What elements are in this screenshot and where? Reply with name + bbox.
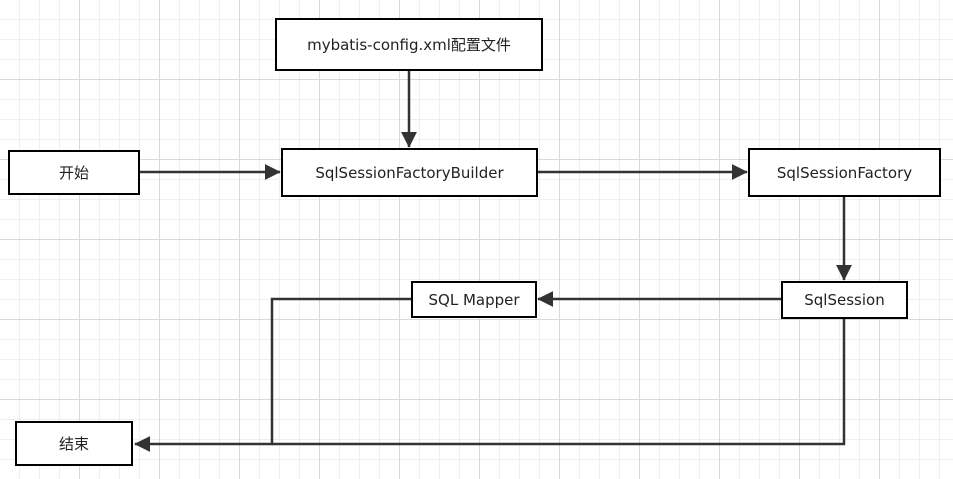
node-session-factory[interactable]: SqlSessionFactory — [748, 148, 941, 197]
node-session-factory-builder[interactable]: SqlSessionFactoryBuilder — [281, 148, 538, 197]
node-session-factory-builder-label: SqlSessionFactoryBuilder — [315, 163, 504, 182]
node-start[interactable]: 开始 — [8, 150, 140, 195]
node-sql-mapper-label: SQL Mapper — [428, 290, 520, 309]
node-config-file-label: mybatis-config.xml配置文件 — [307, 36, 511, 54]
node-end[interactable]: 结束 — [15, 421, 133, 466]
node-sql-session[interactable]: SqlSession — [781, 281, 908, 319]
node-config-file[interactable]: mybatis-config.xml配置文件 — [275, 18, 543, 71]
node-start-label: 开始 — [58, 164, 89, 182]
edge-session-to-end — [272, 319, 846, 446]
node-sql-session-label: SqlSession — [804, 291, 885, 309]
node-sql-mapper[interactable]: SQL Mapper — [411, 281, 537, 318]
edge-mapper-to-end — [134, 297, 411, 452]
node-session-factory-label: SqlSessionFactory — [776, 163, 913, 182]
node-end-label: 结束 — [58, 435, 89, 453]
